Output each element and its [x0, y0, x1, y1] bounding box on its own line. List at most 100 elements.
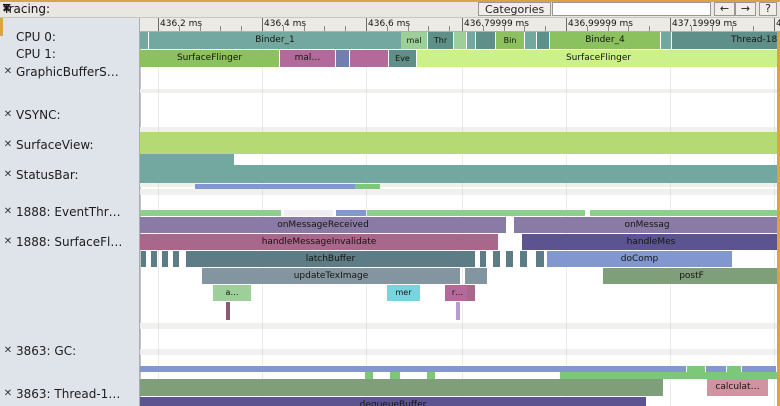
timeline-slice[interactable] — [480, 251, 486, 267]
timeline-slice[interactable] — [336, 210, 366, 216]
close-track-icon[interactable]: ✕ — [3, 66, 13, 77]
sidebar-item[interactable]: ✕VSYNC: — [0, 106, 140, 123]
timeline-slice[interactable] — [742, 366, 776, 372]
timeline-slice[interactable]: Eve — [389, 50, 416, 67]
timeline-slice[interactable] — [687, 366, 705, 372]
timeline-slice[interactable]: Binder_1 — [149, 32, 401, 49]
timeline-track — [140, 184, 780, 189]
sidebar-item[interactable]: CPU 0: — [0, 28, 140, 45]
timeline-slice[interactable] — [162, 251, 168, 267]
timeline-slice[interactable]: latchBuffer — [186, 251, 475, 267]
timeline-slice[interactable] — [456, 302, 460, 320]
timeline-slice[interactable] — [467, 32, 475, 49]
timeline-slice[interactable] — [727, 366, 741, 372]
timeline-slice[interactable] — [493, 251, 500, 267]
timeline-slice[interactable] — [355, 184, 380, 189]
timeline-slice[interactable] — [537, 32, 549, 49]
close-track-icon[interactable]: ✕ — [3, 109, 13, 120]
timeline-slice[interactable] — [560, 372, 780, 379]
timeline-slice[interactable]: postF — [603, 268, 780, 284]
timeline-slice[interactable]: calculat… — [707, 379, 768, 396]
timeline-slice[interactable]: mal… — [280, 50, 335, 67]
sidebar-item[interactable]: ✕GraphicBufferS… — [0, 63, 140, 80]
sidebar-item[interactable]: ✕1888: EventThr… — [0, 203, 140, 220]
timeline-slice[interactable]: handleMessageInvalidate — [140, 234, 498, 250]
spacer-icon — [0, 48, 16, 59]
ruler-minor-tick — [200, 26, 201, 31]
timeline-slice[interactable] — [140, 379, 663, 396]
timeline-slice[interactable] — [454, 32, 466, 49]
categories-button[interactable]: Categories — [478, 2, 552, 16]
timeline-slice[interactable] — [195, 184, 355, 189]
timeline-slice[interactable] — [140, 366, 686, 372]
timeline-slice[interactable] — [226, 302, 230, 320]
track-separator-band — [140, 189, 780, 195]
timeline-slice[interactable]: doComp — [547, 251, 732, 267]
timeline-slice[interactable] — [590, 210, 780, 216]
timeline-slice[interactable] — [367, 210, 585, 216]
close-x-icon[interactable]: ✖ — [2, 2, 12, 15]
close-track-icon[interactable]: ✕ — [3, 236, 13, 247]
timeline-slice[interactable]: mer — [387, 285, 420, 301]
timeline-slice[interactable] — [140, 154, 234, 165]
timeline-slice[interactable]: mal — [401, 32, 427, 49]
prev-arrow-icon[interactable]: ← — [714, 2, 735, 16]
timeline-slice[interactable] — [173, 251, 179, 267]
sidebar-item[interactable]: CPU 1: — [0, 45, 140, 62]
timeline-slice[interactable]: Thread-189 — [672, 32, 780, 49]
sidebar-item[interactable]: ✕3863: Thread-1… — [0, 385, 140, 402]
timeline-slice[interactable] — [140, 165, 780, 183]
sidebar-item[interactable]: ✕StatusBar: — [0, 166, 140, 183]
timeline-slice[interactable] — [476, 32, 495, 49]
close-track-icon[interactable]: ✕ — [3, 345, 13, 356]
timeline-slice[interactable] — [506, 251, 513, 267]
timeline-slice[interactable] — [706, 366, 726, 372]
timeline-slice[interactable] — [141, 251, 146, 267]
timeline-slice[interactable] — [336, 50, 349, 67]
categories-filter-input[interactable] — [552, 2, 711, 16]
close-track-icon[interactable]: ✕ — [3, 139, 13, 150]
timeline-slice[interactable] — [525, 32, 536, 49]
close-track-icon[interactable]: ✕ — [3, 388, 13, 399]
timeline-slice[interactable]: Binder_4 — [550, 32, 660, 49]
next-arrow-icon[interactable]: → — [735, 2, 756, 16]
timeline-slice[interactable]: handleMes — [522, 234, 780, 250]
timeline-slice[interactable] — [520, 251, 527, 267]
timeline-slice[interactable]: updateTexImage — [202, 268, 460, 284]
timeline-slice[interactable] — [465, 268, 487, 284]
timeline-slice[interactable] — [151, 251, 157, 267]
timeline-track: onMessageReceived onMessag handleMessageIn… — [140, 210, 780, 320]
timeline-slice[interactable] — [350, 50, 388, 67]
timeline-slice[interactable] — [427, 372, 435, 379]
timeline-slice[interactable]: r… — [445, 285, 470, 301]
window-title: Tracing: — [3, 2, 51, 16]
sidebar-item[interactable]: ✕3863: GC: — [0, 342, 140, 359]
close-track-icon[interactable]: ✕ — [3, 206, 13, 217]
timeline-slice[interactable]: dequeueBuffer — [140, 397, 646, 406]
timeline-slice[interactable] — [140, 210, 281, 216]
timeline-slice[interactable]: a… — [213, 285, 251, 301]
timeline-slice[interactable]: Thr — [428, 32, 453, 49]
timeline-slice[interactable]: onMessag — [514, 217, 780, 233]
timeline-slice[interactable] — [140, 132, 780, 154]
timeline-slice[interactable] — [467, 285, 475, 301]
sidebar-item[interactable]: ✕SurfaceView: — [0, 136, 140, 153]
help-button[interactable]: ? — [759, 2, 777, 16]
timeline-slice[interactable] — [390, 372, 400, 379]
timeline-slice[interactable]: Bin — [496, 32, 524, 49]
timeline-slice[interactable] — [536, 251, 544, 267]
sidebar-item[interactable]: ✕1888: SurfaceFl… — [0, 233, 140, 250]
timeline-slice[interactable] — [661, 32, 671, 49]
timeline-slice[interactable]: onMessageReceived — [140, 217, 506, 233]
ruler-major-tick — [262, 18, 263, 31]
timeline-slice[interactable] — [140, 32, 148, 49]
timeline-slice[interactable]: SurfaceFlinger — [140, 50, 279, 67]
vertical-scrollbar[interactable] — [777, 32, 780, 406]
close-track-icon[interactable]: ✕ — [3, 169, 13, 180]
ruler-minor-tick — [449, 26, 450, 31]
timeline-slice[interactable]: SurfaceFlinger — [417, 50, 780, 67]
timeline-slice[interactable] — [284, 210, 333, 216]
timeline-slice[interactable] — [365, 372, 373, 379]
